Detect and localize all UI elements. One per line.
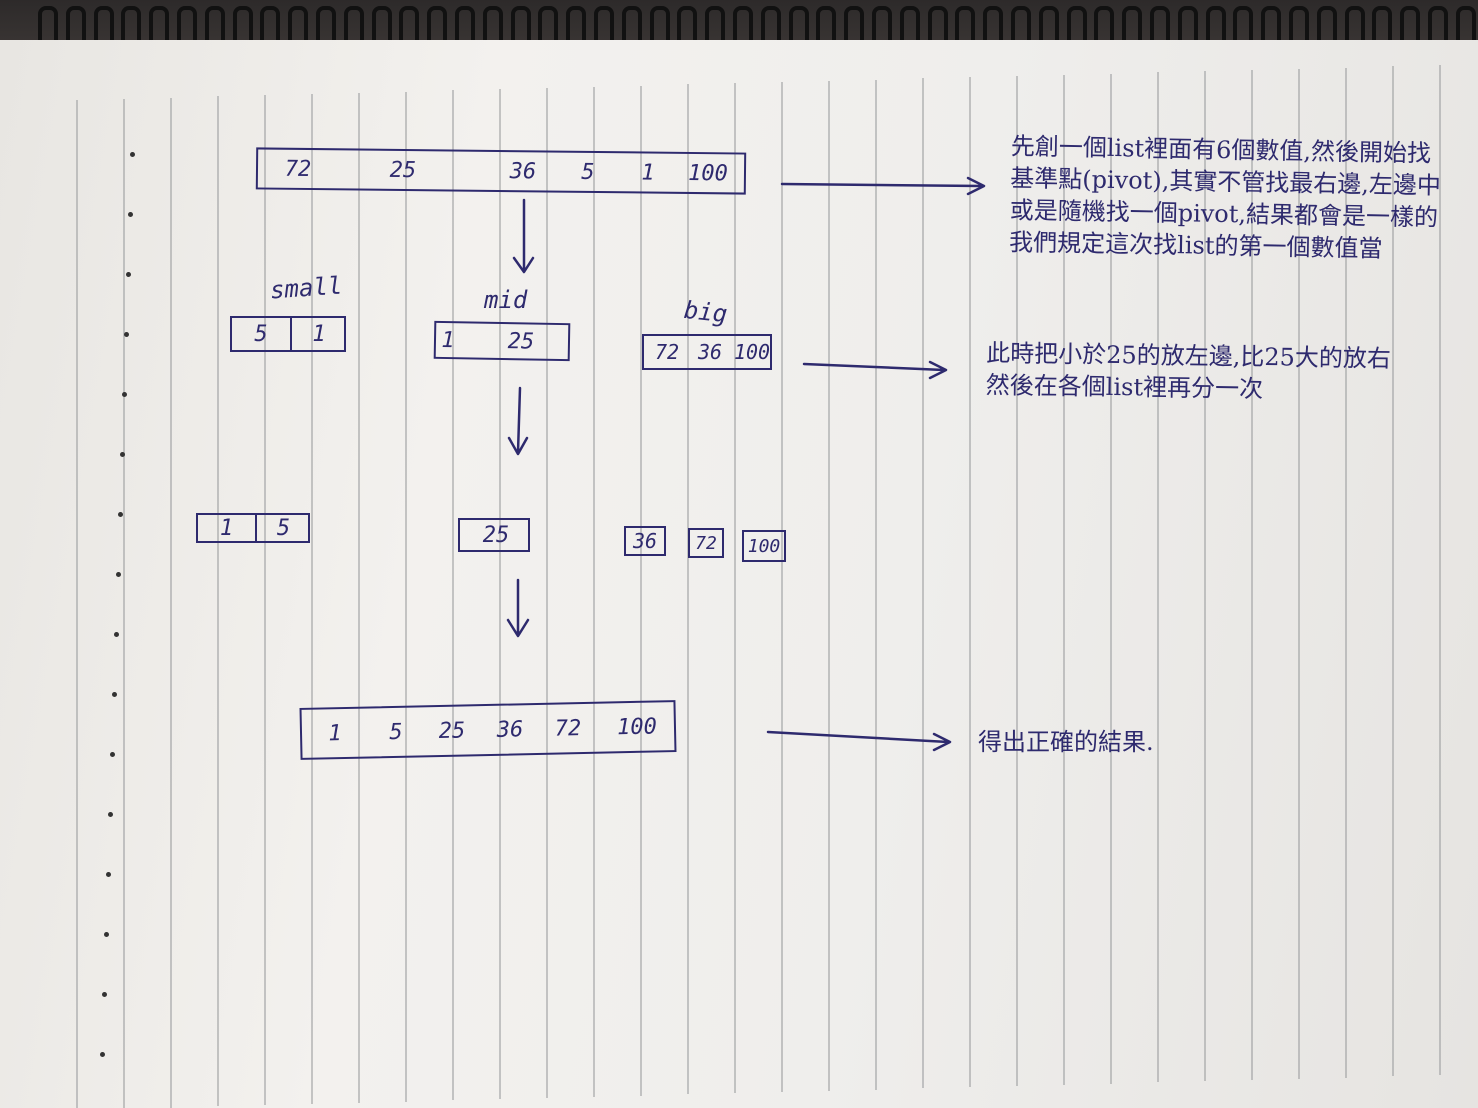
big-partition-box: 72 36 100 bbox=[642, 334, 772, 370]
result-list-box: 1 5 25 36 72 100 bbox=[299, 700, 677, 760]
ruled-line bbox=[123, 98, 125, 1108]
ruled-line bbox=[734, 83, 736, 1094]
big-cell: 100 bbox=[733, 340, 771, 364]
ruled-line bbox=[687, 84, 689, 1095]
ruled-line bbox=[217, 96, 219, 1107]
label-mid: mid bbox=[484, 286, 528, 314]
note-3-line: 得出正確的結果. bbox=[978, 728, 1154, 756]
margin-dot bbox=[118, 512, 123, 517]
ruled-line bbox=[1063, 74, 1065, 1085]
second-mid-cell: 25 bbox=[482, 522, 510, 548]
second-mid-box: 25 bbox=[458, 518, 530, 552]
margin-dot bbox=[128, 212, 133, 217]
result-cell: 25 bbox=[438, 717, 466, 744]
mid-cell: 25 bbox=[507, 328, 535, 355]
ruled-line bbox=[1016, 76, 1018, 1086]
second-big-box-3: 100 bbox=[742, 530, 786, 562]
margin-dot bbox=[122, 392, 127, 397]
big-cell: 72 bbox=[654, 340, 680, 364]
ruled-line bbox=[170, 97, 172, 1108]
second-big-cell: 36 bbox=[632, 529, 658, 553]
ruled-line bbox=[546, 88, 548, 1098]
result-cell: 5 bbox=[389, 719, 403, 745]
ruled-line bbox=[969, 77, 971, 1088]
margin-dot bbox=[106, 872, 111, 877]
ruled-line bbox=[875, 79, 877, 1090]
ruled-line bbox=[499, 89, 501, 1100]
result-cell: 72 bbox=[554, 715, 582, 742]
result-cell: 1 bbox=[328, 720, 342, 746]
margin-dot bbox=[116, 572, 121, 577]
ruled-line bbox=[1110, 73, 1112, 1084]
label-big: big bbox=[682, 295, 729, 329]
margin-dot bbox=[104, 932, 109, 937]
original-cell: 1 bbox=[641, 159, 655, 186]
note-3: 得出正確的結果. bbox=[978, 726, 1154, 758]
original-cell: 36 bbox=[509, 158, 537, 184]
margin-dot bbox=[108, 812, 113, 817]
margin-dot bbox=[130, 152, 135, 157]
ruled-line bbox=[781, 82, 783, 1092]
small-cell: 5 bbox=[254, 321, 268, 347]
original-cell: 5 bbox=[581, 159, 595, 185]
second-small-cell: 5 bbox=[276, 515, 291, 541]
second-big-box-2: 72 bbox=[688, 528, 724, 558]
ruled-line bbox=[1392, 66, 1394, 1077]
margin-dot bbox=[124, 332, 129, 337]
ruled-line bbox=[452, 90, 454, 1101]
margin-dot bbox=[114, 632, 119, 637]
margin-dot bbox=[120, 452, 125, 457]
label-small: small bbox=[269, 271, 344, 305]
mid-cell: 1 bbox=[441, 327, 455, 353]
margin-dot bbox=[100, 1052, 105, 1057]
ruled-line bbox=[405, 91, 407, 1102]
small-partition-box: 5 1 bbox=[230, 316, 346, 352]
second-big-box-1: 36 bbox=[624, 526, 666, 556]
second-big-cell: 72 bbox=[695, 532, 717, 554]
ruled-line bbox=[1157, 72, 1159, 1083]
notebook-page bbox=[0, 40, 1478, 1108]
ruled-line bbox=[264, 95, 266, 1106]
ruled-line bbox=[640, 85, 642, 1096]
mid-partition-box: 1 25 bbox=[433, 320, 571, 362]
margin-dot bbox=[112, 692, 117, 697]
original-cell: 72 bbox=[284, 156, 312, 182]
ruled-line bbox=[1439, 65, 1441, 1076]
original-cell: 25 bbox=[389, 157, 417, 183]
ruled-line bbox=[1345, 67, 1347, 1078]
second-big-cell: 100 bbox=[747, 535, 781, 557]
note-2: 此時把小於25的放左邊,比25大的放右 然後在各個list裡再分一次 bbox=[986, 337, 1392, 407]
note-2-line: 然後在各個list裡再分一次 bbox=[985, 371, 1264, 404]
big-cell: 36 bbox=[697, 340, 723, 364]
second-small-box: 1 5 bbox=[196, 513, 310, 543]
ruled-line bbox=[76, 100, 78, 1108]
second-small-cell: 1 bbox=[219, 515, 234, 541]
original-cell: 100 bbox=[687, 160, 728, 186]
ruled-line bbox=[1251, 70, 1253, 1080]
margin-dot bbox=[126, 272, 131, 277]
original-list-box: 72 25 36 5 1 100 bbox=[255, 147, 747, 195]
margin-dot bbox=[102, 992, 107, 997]
result-cell: 100 bbox=[616, 713, 658, 740]
ruled-line bbox=[828, 80, 830, 1091]
ruled-line bbox=[311, 94, 313, 1104]
ruled-line bbox=[1204, 71, 1206, 1082]
note-1: 先創一個list裡面有6個數值,然後開始找 基準點(pivot),其實不管找最右… bbox=[1009, 130, 1442, 265]
result-cell: 36 bbox=[496, 716, 524, 743]
ruled-line bbox=[593, 86, 595, 1097]
small-cell: 1 bbox=[312, 321, 326, 347]
ruled-line bbox=[1298, 68, 1300, 1079]
ruled-line bbox=[922, 78, 924, 1089]
margin-dot bbox=[110, 752, 115, 757]
ruled-line bbox=[358, 92, 360, 1103]
